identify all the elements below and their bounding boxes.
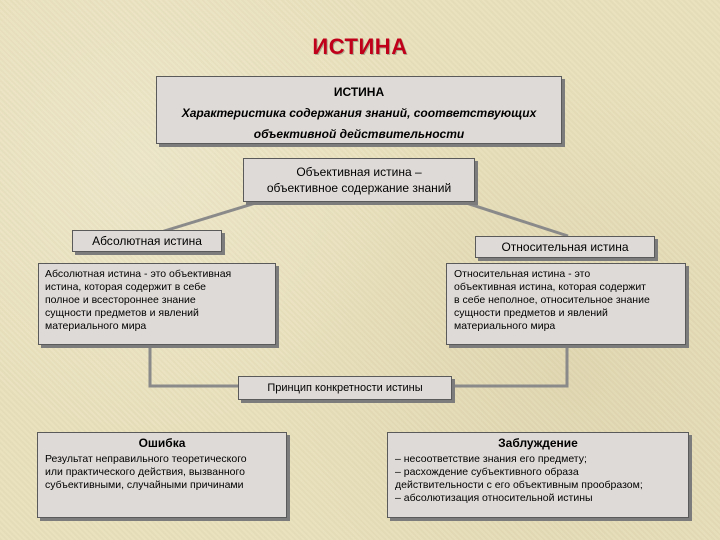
principle-label: Принцип конкретности истины xyxy=(267,382,423,394)
principle-box: Принцип конкретности истины xyxy=(238,376,452,400)
definition-line-2: объективной действительности xyxy=(253,127,465,141)
absolute-truth-label: Абсолютная истина xyxy=(92,234,202,248)
delusion-box: Заблуждение – несоответствие знания его … xyxy=(387,432,689,518)
relative-line-5: материального мира xyxy=(454,320,556,332)
absolute-line-2: истина, которая содержит в себе xyxy=(45,281,206,293)
delusion-line-3: действительности с его объективным прооб… xyxy=(395,479,643,491)
relative-line-4: сущности предметов и явлений xyxy=(454,307,608,319)
definition-line-1: Характеристика содержания знаний, соотве… xyxy=(181,106,537,120)
relative-truth-label: Относительная истина xyxy=(501,240,629,254)
connector-absolute-to-principle xyxy=(148,346,238,388)
page-title: ИСТИНА xyxy=(312,34,408,59)
relative-line-1: Относительная истина - это xyxy=(454,268,591,280)
absolute-truth-definition-box: Абсолютная истина - это объективная исти… xyxy=(38,263,276,345)
objective-line-1: Объективная истина – xyxy=(296,165,422,179)
error-box: Ошибка Результат неправильного теоретиче… xyxy=(37,432,287,518)
connector-objective-to-relative xyxy=(459,199,569,238)
absolute-truth-label-box: Абсолютная истина xyxy=(72,230,222,252)
connector-relative-to-principle xyxy=(452,346,569,388)
absolute-line-5: материального мира xyxy=(45,320,147,332)
error-line-1: Результат неправильного теоретического xyxy=(45,453,247,465)
relative-truth-definition-box: Относительная истина - это объективная и… xyxy=(446,263,686,345)
absolute-line-4: сущности предметов и явлений xyxy=(45,307,199,319)
definition-box: ИСТИНА Характеристика содержания знаний,… xyxy=(156,76,562,144)
error-line-2: или практического действия, вызванного xyxy=(45,466,245,478)
relative-line-2: объективная истина, которая содержит xyxy=(454,281,646,293)
delusion-line-4: – абсолютизация относительной истины xyxy=(395,492,593,504)
absolute-line-1: Абсолютная истина - это объективная xyxy=(45,268,232,280)
delusion-line-2: – расхождение субъективного образа xyxy=(395,466,579,478)
objective-line-2: объективное содержание знаний xyxy=(266,181,452,195)
delusion-line-1: – несоответствие знания его предмету; xyxy=(395,453,587,465)
error-label: Ошибка xyxy=(138,436,186,450)
definition-heading: ИСТИНА xyxy=(333,85,385,99)
delusion-label: Заблуждение xyxy=(498,436,578,450)
absolute-line-3: полное и всестороннее знание xyxy=(45,294,196,306)
relative-line-3: в себе неполное, относительное знание xyxy=(454,294,650,306)
error-line-3: субъективными, случайными причинами xyxy=(45,479,244,491)
relative-truth-label-box: Относительная истина xyxy=(475,236,655,258)
objective-truth-box: Объективная истина – объективное содержа… xyxy=(243,158,475,202)
